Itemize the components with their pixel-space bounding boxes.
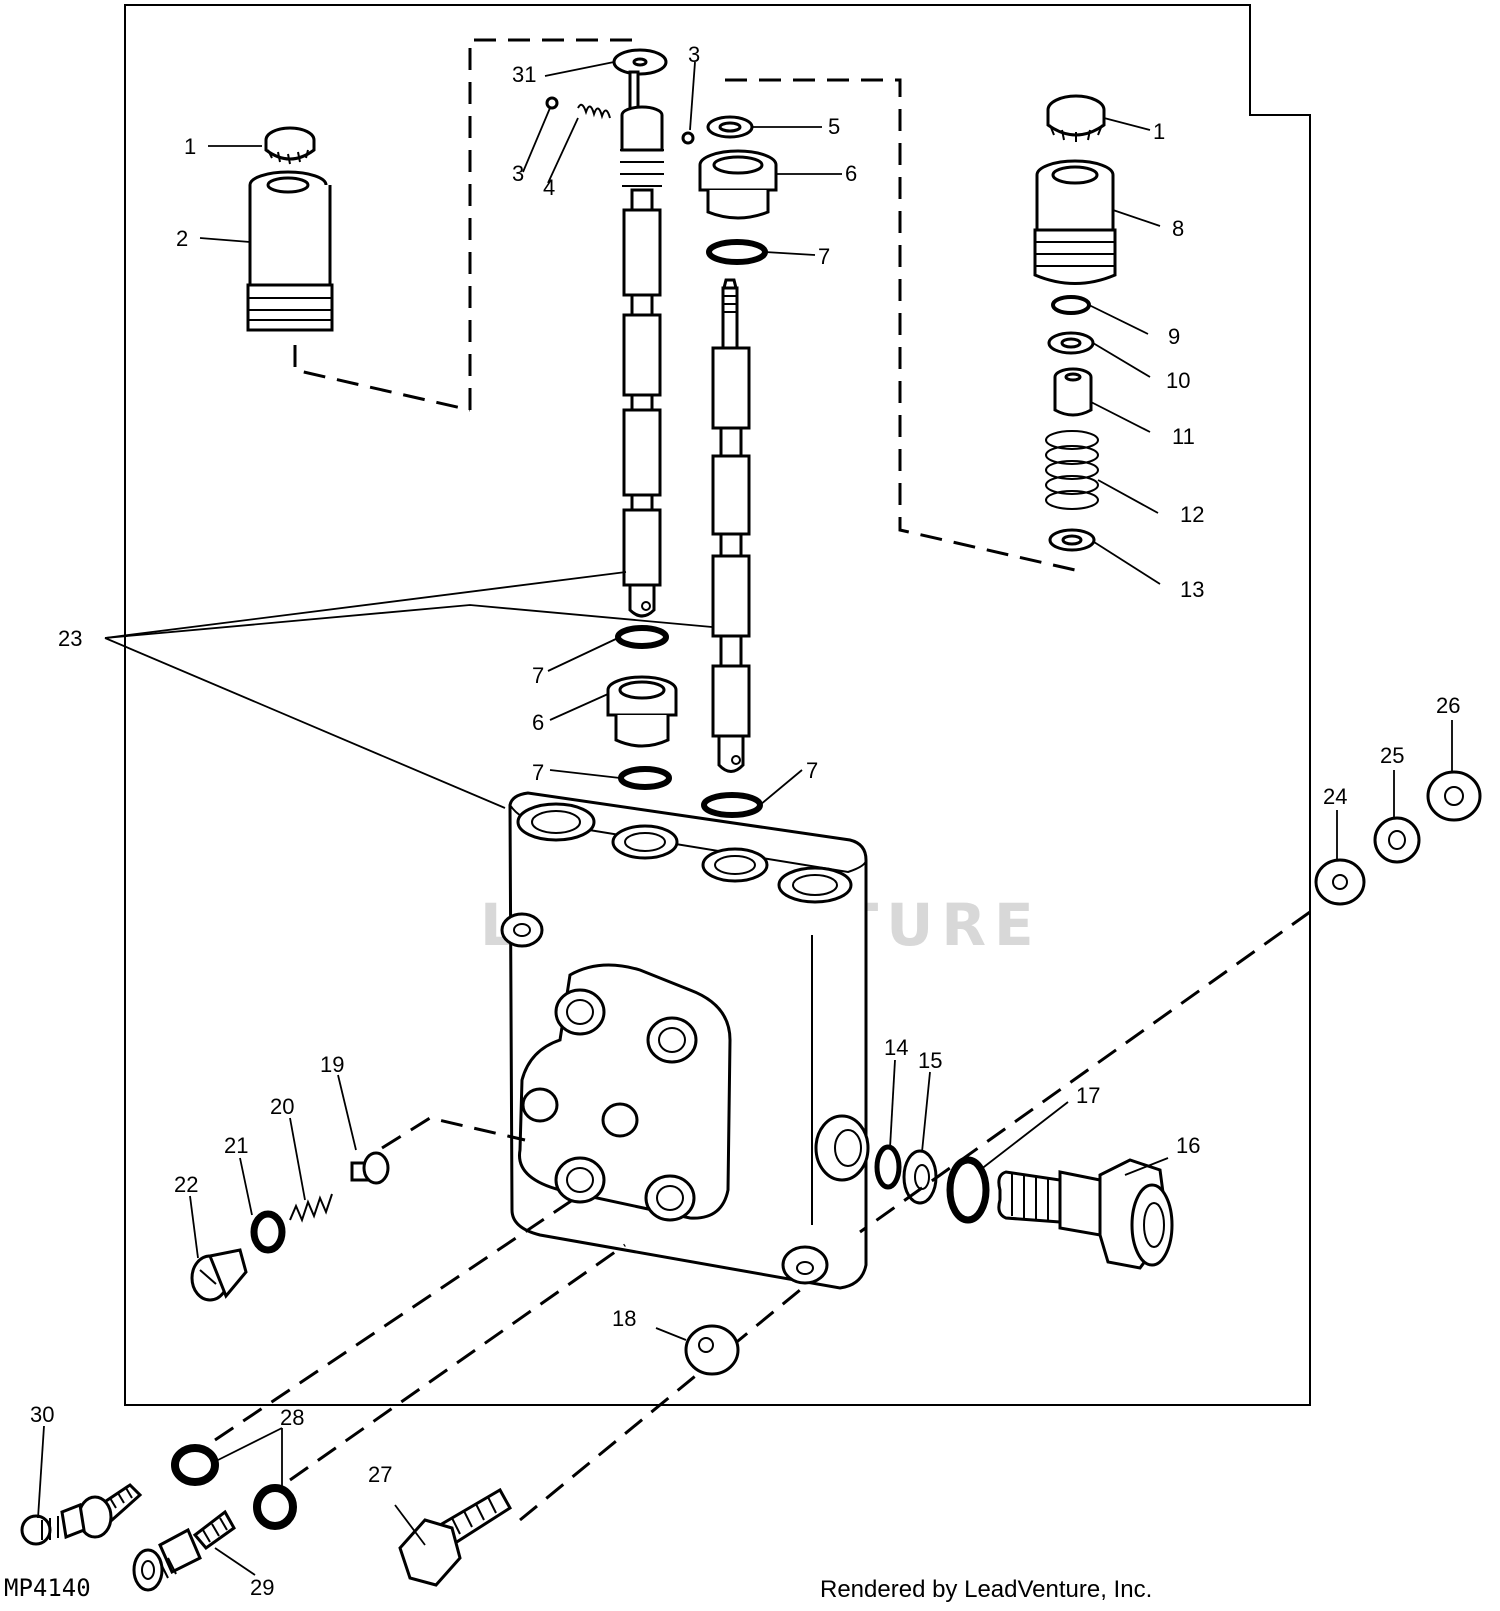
callout-6: 6	[845, 161, 857, 186]
dashed-line-27	[519, 1288, 801, 1522]
part-30-fitting	[20, 1483, 143, 1546]
dashed-line-26	[859, 910, 1311, 1234]
callout-12: 12	[1180, 502, 1204, 527]
part-24-washer	[1314, 858, 1366, 906]
part-29-fitting	[132, 1509, 236, 1592]
callout-5: 5	[828, 114, 840, 139]
part-23-spool-left	[620, 70, 664, 618]
part-15-washer	[902, 1149, 938, 1205]
part-2-plug-body	[246, 170, 334, 332]
callout-30: 30	[30, 1402, 54, 1427]
callout-7: 7	[532, 760, 544, 785]
part-21-washer	[250, 1210, 286, 1254]
callout-15: 15	[918, 1048, 942, 1073]
callout-9: 9	[1168, 324, 1180, 349]
part-27-bolt	[398, 1487, 512, 1587]
dashed-link-cap	[293, 345, 471, 412]
part-23-spool-right	[711, 278, 751, 773]
part-25-lockwasher	[1373, 816, 1421, 864]
part-1-cap-left	[264, 126, 316, 165]
part-16-relief-valve	[997, 1158, 1174, 1270]
part-7-oring-top	[706, 239, 768, 265]
assembly-boundary	[124, 4, 1311, 1406]
callout-17: 17	[1076, 1083, 1100, 1108]
callout-28: 28	[280, 1405, 304, 1430]
part-4-spring	[577, 103, 611, 120]
valve-housing	[500, 791, 870, 1290]
dashed-group-left	[468, 38, 640, 410]
callout-8: 8	[1172, 216, 1184, 241]
callout-16: 16	[1176, 1133, 1200, 1158]
callout-19: 19	[320, 1052, 344, 1077]
part-13-washer	[1048, 528, 1096, 552]
callout-7: 7	[532, 663, 544, 688]
callout-1: 1	[1153, 119, 1165, 144]
part-5-washer	[706, 115, 754, 139]
callout-31: 31	[512, 62, 536, 87]
callout-29: 29	[250, 1575, 274, 1600]
dashed-line-28a	[214, 1193, 581, 1442]
part-8-valve-body	[1033, 159, 1117, 285]
callout-7: 7	[806, 758, 818, 783]
part-17-oring	[946, 1156, 990, 1224]
part-1-cap-right	[1046, 94, 1106, 142]
callout-3: 3	[512, 161, 524, 186]
dashed-group-right	[725, 78, 1076, 572]
callout-22: 22	[174, 1172, 198, 1197]
part-26-nut	[1426, 770, 1482, 822]
part-31-washer	[612, 48, 668, 76]
callout-7: 7	[818, 244, 830, 269]
callout-18: 18	[612, 1306, 636, 1331]
part-28-washer-upper	[171, 1444, 219, 1486]
part-9-snap-ring	[1051, 295, 1091, 315]
callout-23: 23	[58, 626, 82, 651]
part-7-oring-low-right	[701, 792, 763, 818]
callout-27: 27	[368, 1462, 392, 1487]
part-22-plug	[190, 1248, 248, 1302]
part-19-plunger	[350, 1151, 390, 1185]
part-14-oring	[874, 1144, 902, 1190]
part-18-washer	[684, 1324, 740, 1376]
part-10-washer	[1047, 331, 1095, 355]
figure-id: MP4140	[4, 1574, 91, 1602]
part-6-bushing-lower	[606, 675, 678, 748]
callout-24: 24	[1323, 784, 1347, 809]
callout-25: 25	[1380, 743, 1404, 768]
callout-13: 13	[1180, 577, 1204, 602]
callout-26: 26	[1436, 693, 1460, 718]
part-11-sleeve	[1053, 367, 1093, 417]
leader-lines	[37, 61, 1453, 1576]
callout-10: 10	[1166, 368, 1190, 393]
callout-labels: 1 2 31 3 3 4 5 6 7 1 8 9 10 11 12 13 23 …	[30, 42, 1460, 1600]
callout-6: 6	[532, 710, 544, 735]
callout-3: 3	[688, 42, 700, 67]
callout-14: 14	[884, 1035, 908, 1060]
callout-11: 11	[1172, 424, 1195, 449]
part-20-spring	[289, 1193, 333, 1223]
credit-text: Rendered by LeadVenture, Inc.	[820, 1576, 1152, 1603]
callout-21: 21	[224, 1133, 248, 1158]
part-28-washer-lower	[253, 1484, 297, 1530]
part-3-ball-right	[681, 131, 695, 145]
dashed-line-28b	[289, 1243, 626, 1482]
callout-2: 2	[176, 226, 188, 251]
part-3-ball-left	[545, 96, 559, 110]
part-12-spring	[1045, 430, 1099, 510]
part-7-oring-low-left	[618, 766, 672, 790]
part-7-oring-mid	[615, 625, 669, 649]
dashed-line-19	[381, 1116, 526, 1150]
callout-1: 1	[184, 134, 196, 159]
callout-20: 20	[270, 1094, 294, 1119]
callout-4: 4	[543, 175, 555, 200]
part-6-bushing-top	[698, 149, 778, 220]
